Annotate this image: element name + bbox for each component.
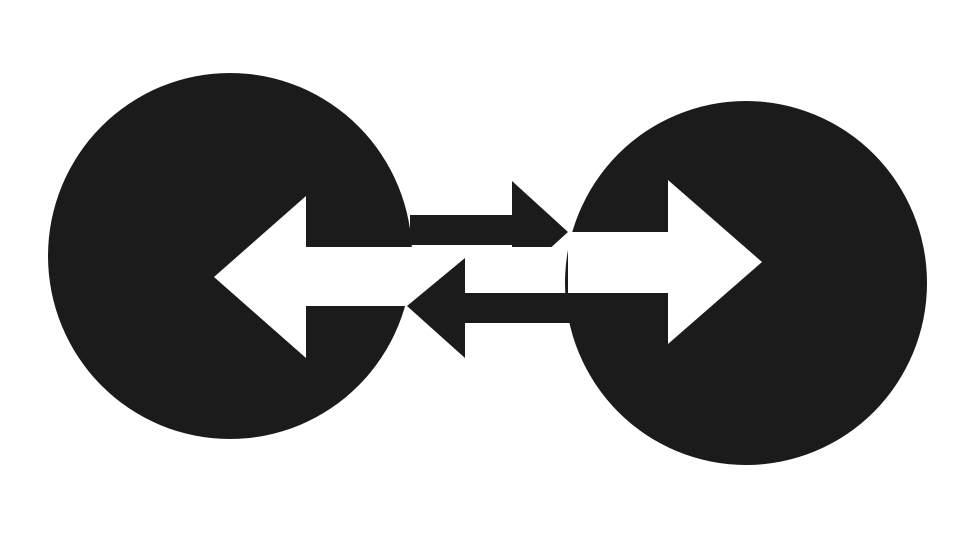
- left-arrow-icon: [214, 196, 560, 358]
- right-circle: [565, 101, 927, 465]
- left-pointing-connector-arrow-icon: [407, 258, 570, 358]
- left-circle: [48, 73, 412, 439]
- right-arrow-icon: [568, 180, 762, 344]
